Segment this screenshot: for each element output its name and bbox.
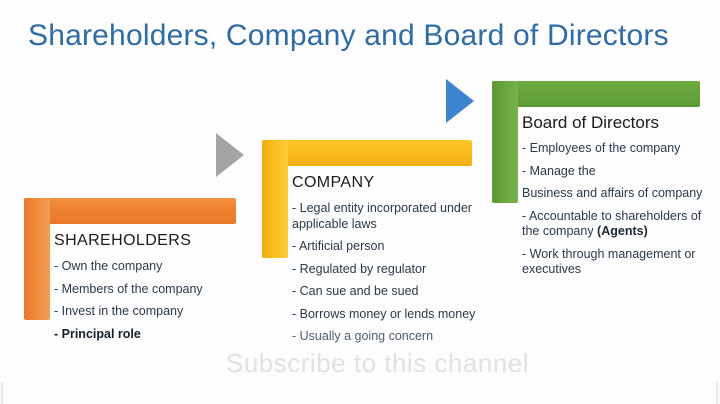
frame-edge-right	[716, 382, 718, 404]
shareholders-line-2: - Members of the company	[54, 281, 203, 296]
board-line-4-text: - Accountable to shareholders of the com…	[522, 208, 702, 239]
board-heading: Board of Directors	[522, 113, 659, 132]
company-content: COMPANY - Legal entity incorporated unde…	[292, 172, 480, 352]
frame-edge-left	[1, 382, 3, 404]
company-line-2: - Artificial person	[292, 239, 385, 253]
shareholders-line-1: - Own the company	[54, 259, 163, 273]
shareholders-line-3: - Invest in the company	[54, 304, 184, 318]
arrow-right-icon-gray	[216, 133, 244, 177]
board-of-directors-block: Board of Directors - Employees of the co…	[492, 81, 702, 353]
board-line-2: - Manage the	[522, 163, 596, 178]
board-top-bar	[492, 81, 700, 107]
shareholders-line-4: - Principal role	[54, 326, 141, 341]
board-line-3: Business and affairs of company	[522, 186, 703, 200]
board-left-bar	[492, 81, 518, 203]
company-left-bar	[262, 140, 288, 258]
board-content: Board of Directors - Employees of the co…	[522, 112, 718, 285]
board-line-1: - Employees of the company	[522, 141, 681, 155]
page-title: Shareholders, Company and Board of Direc…	[28, 19, 669, 52]
board-line-4: - Accountable to shareholders of the com…	[522, 209, 718, 240]
company-block: COMPANY - Legal entity incorporated unde…	[262, 140, 475, 372]
shareholders-top-bar	[24, 198, 236, 224]
channel-watermark: Subscribe to this channel	[226, 348, 530, 378]
company-line-5: - Borrows money or lends money	[292, 306, 476, 321]
company-line-3: - Regulated by regulator	[292, 261, 427, 276]
shareholders-content: SHAREHOLDERS - Own the company - Members…	[54, 230, 240, 349]
company-line-1: - Legal entity incorporated under applic…	[292, 201, 472, 231]
company-top-bar	[262, 140, 472, 166]
board-line-5: - Work through management or executives	[522, 246, 696, 277]
shareholders-heading: SHAREHOLDERS	[54, 232, 192, 249]
company-line-4: - Can sue and be sued	[292, 284, 419, 298]
shareholders-left-bar	[24, 198, 50, 320]
company-heading: COMPANY	[292, 174, 375, 191]
shareholders-block: SHAREHOLDERS - Own the company - Members…	[24, 198, 236, 368]
arrow-right-icon-blue	[446, 79, 474, 123]
company-line-6: - Usually a going concern	[292, 329, 434, 343]
